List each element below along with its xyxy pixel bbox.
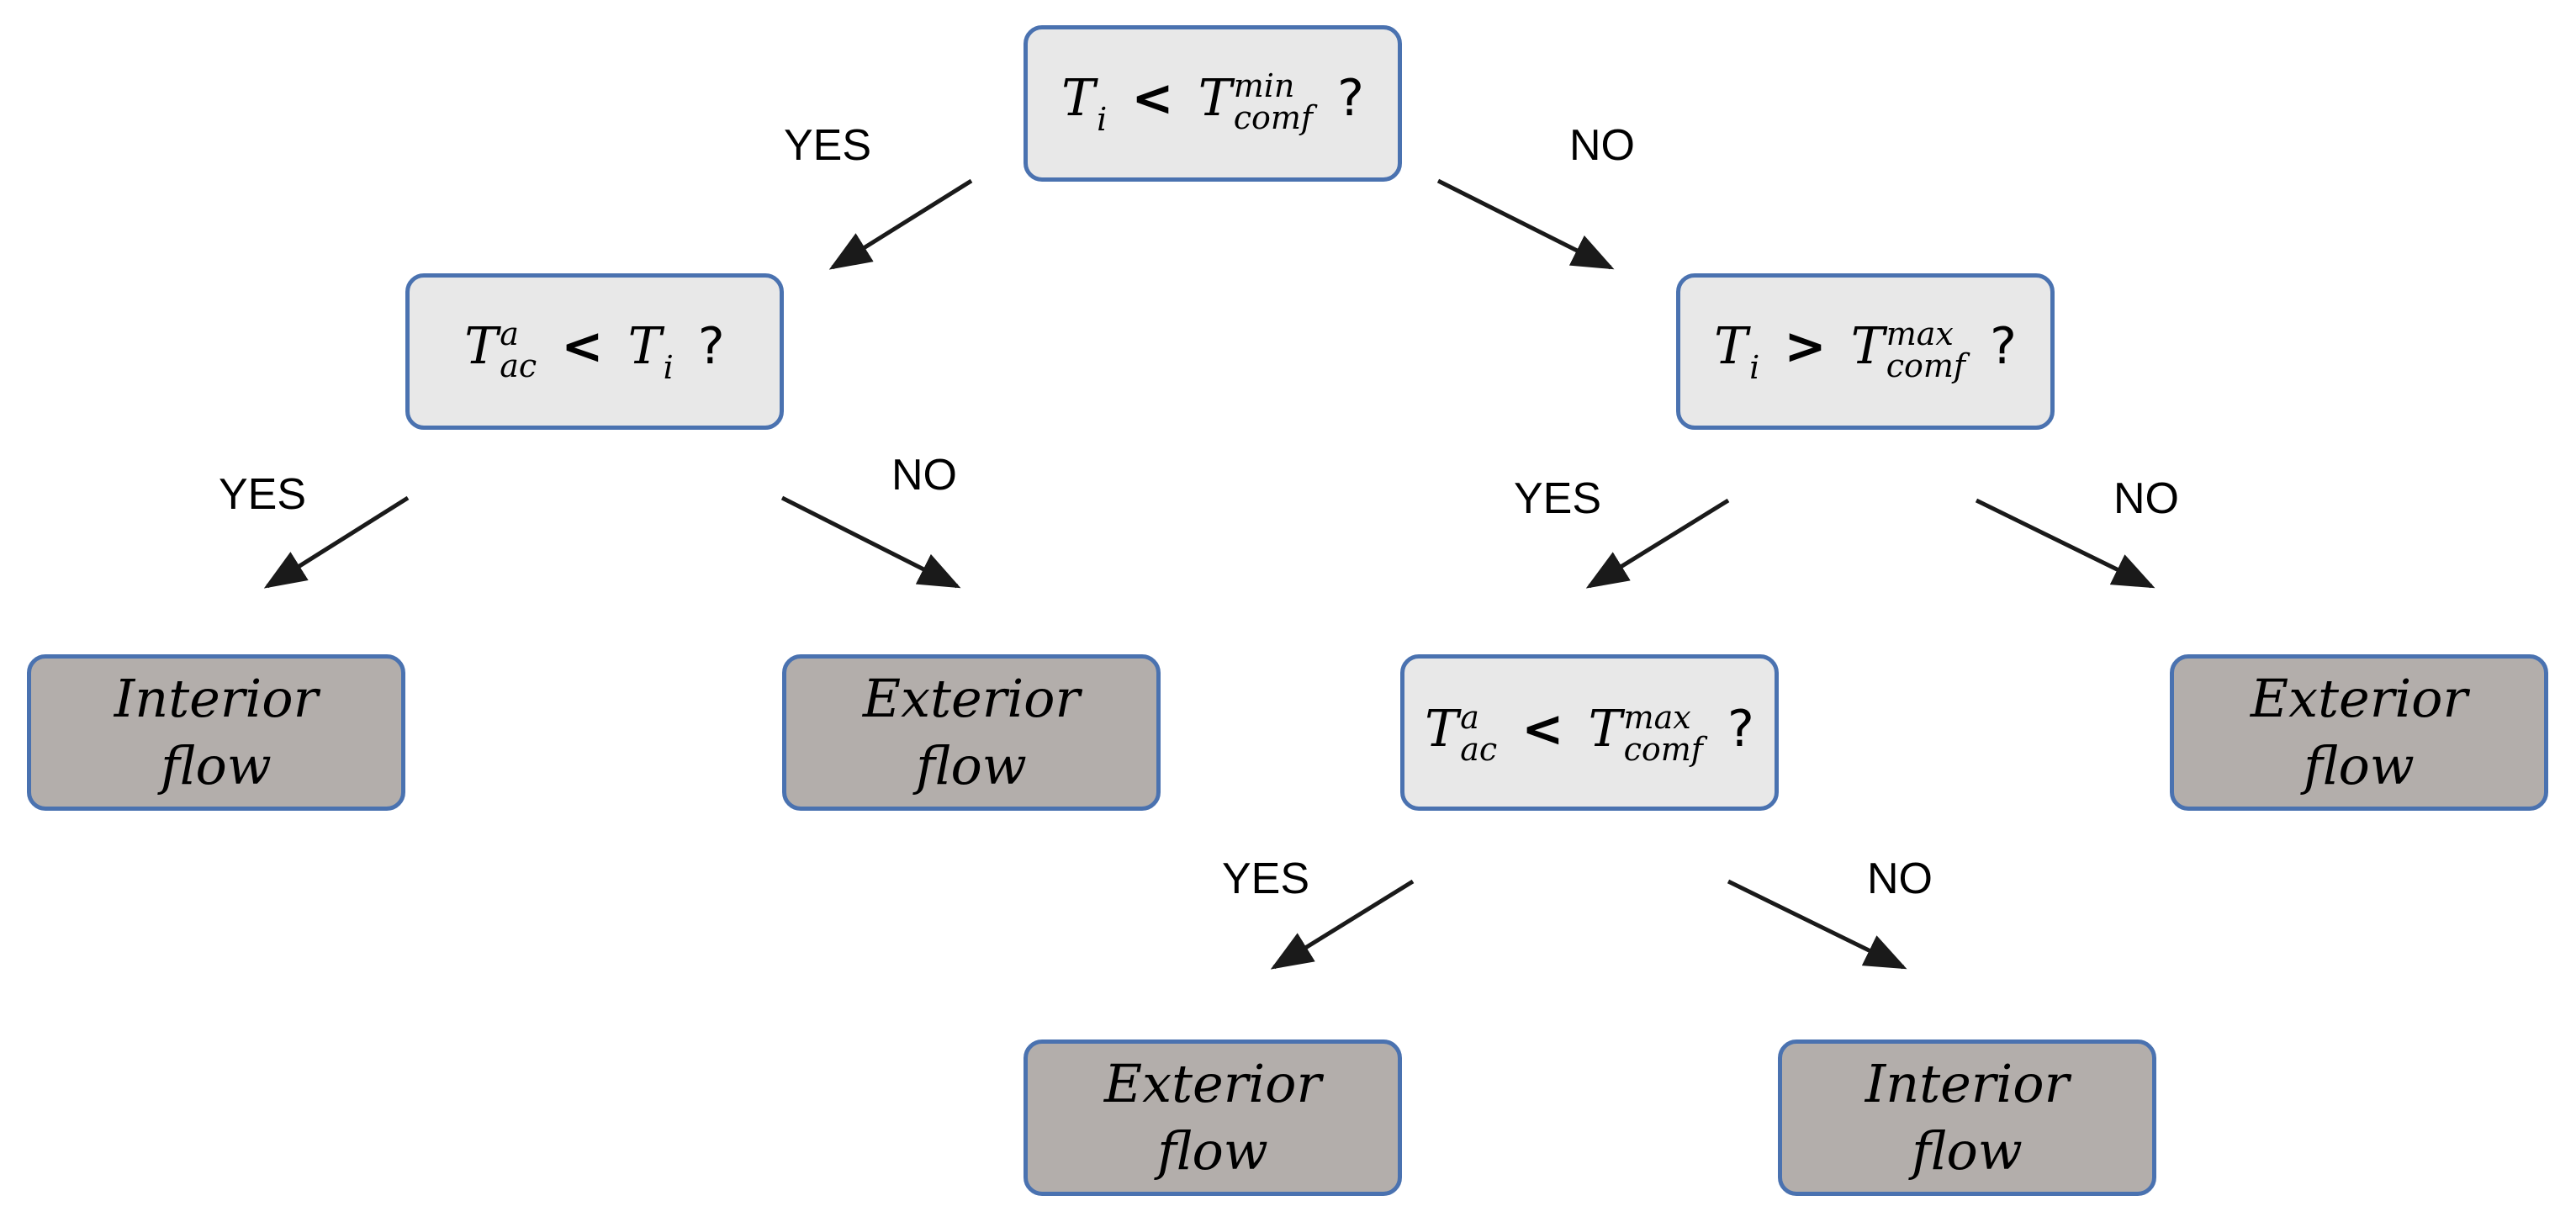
label-left-yes: YES <box>219 470 307 519</box>
label-left-no: NO <box>891 451 957 500</box>
label-lower-no: NO <box>1867 854 1933 903</box>
outcome-lower-yes-line1: Exterior <box>1103 1053 1322 1114</box>
left-var-sup: a <box>500 315 519 353</box>
right-rhs-sup: max <box>1886 315 1954 353</box>
left-rhs-sub: i <box>663 349 674 386</box>
arrow-right-yes <box>1585 498 1730 589</box>
root-var-sub: i <box>1097 101 1108 138</box>
lower-op: < <box>1521 700 1564 759</box>
outcome-lower-no: Interior flow <box>1778 1039 2156 1196</box>
outcome-right-no-line1: Exterior <box>2250 668 2468 729</box>
right-rhs: T <box>1850 317 1885 376</box>
root-question-mark: ? <box>1337 69 1364 128</box>
outcome-left-yes-line2: flow <box>161 735 272 796</box>
left-rhs: T <box>627 317 662 376</box>
arrow-left-yes <box>263 495 410 589</box>
left-var: T <box>464 317 499 376</box>
root-op: < <box>1131 69 1174 128</box>
right-var: T <box>1714 317 1748 376</box>
outcome-left-no-line1: Exterior <box>862 668 1081 729</box>
right-var-sub: i <box>1749 349 1760 386</box>
root-var: T <box>1061 69 1096 128</box>
label-right-yes: YES <box>1514 474 1602 523</box>
outcome-left-yes-text: Interior flow <box>114 665 318 800</box>
outcome-lower-yes: Exterior flow <box>1024 1039 1402 1196</box>
lower-var-sup: a <box>1460 698 1479 736</box>
outcome-left-no: Exterior flow <box>782 654 1161 811</box>
label-root-yes: YES <box>784 121 872 170</box>
outcome-left-no-line2: flow <box>916 735 1027 796</box>
lower-rhs: T <box>1588 700 1622 759</box>
right-op: > <box>1784 317 1827 376</box>
left-question-mark: ? <box>697 317 725 376</box>
outcome-left-yes-line1: Interior <box>114 668 319 729</box>
outcome-lower-yes-text: Exterior flow <box>1104 1050 1321 1185</box>
lower-rhs-sub: comf <box>1623 730 1703 768</box>
root-rhs-sub: comf <box>1233 99 1313 137</box>
arrow-lower-no <box>1727 879 1907 970</box>
lower-var: T <box>1425 700 1459 759</box>
left-op: < <box>561 317 604 376</box>
outcome-lower-no-text: Interior flow <box>1865 1050 2069 1185</box>
left-var-sub: ac <box>500 347 537 385</box>
root-rhs: T <box>1198 69 1232 128</box>
arrow-root-yes <box>828 178 973 270</box>
arrow-lower-yes <box>1270 879 1415 970</box>
lower-var-sub: ac <box>1460 730 1498 768</box>
outcome-lower-yes-line2: flow <box>1157 1120 1268 1182</box>
label-right-no: NO <box>2113 474 2179 523</box>
label-lower-yes: YES <box>1222 854 1310 903</box>
arrow-right-no <box>1975 498 2155 589</box>
outcome-right-no-text: Exterior flow <box>2251 665 2468 800</box>
right-question-mark: ? <box>1990 317 2017 376</box>
outcome-lower-no-line1: Interior <box>1865 1053 2070 1114</box>
lower-rhs-sup: max <box>1623 698 1691 736</box>
label-root-no: NO <box>1569 121 1635 170</box>
right-rhs-sub: comf <box>1886 347 1965 385</box>
arrow-root-no <box>1436 178 1615 270</box>
outcome-left-yes: Interior flow <box>27 654 405 811</box>
outcome-left-no-text: Exterior flow <box>863 665 1080 800</box>
arrow-left-no <box>780 495 961 589</box>
root-rhs-sup: min <box>1233 67 1295 105</box>
lower-question-mark: ? <box>1727 700 1754 759</box>
outcome-lower-no-line2: flow <box>1912 1120 2023 1182</box>
outcome-right-no-line2: flow <box>2304 735 2415 796</box>
outcome-right-no: Exterior flow <box>2170 654 2548 811</box>
